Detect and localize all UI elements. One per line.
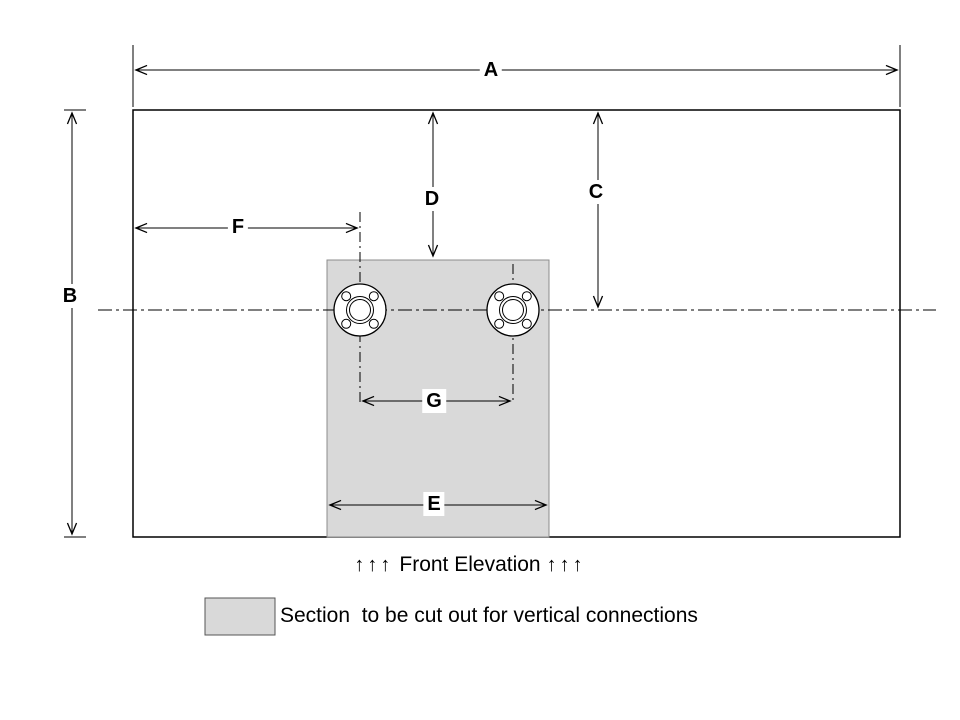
- legend-text: Section to be cut out for vertical conne…: [280, 604, 698, 627]
- dim-label-g: G: [422, 389, 446, 413]
- dim-label-c: C: [584, 180, 608, 204]
- caption-title: Front Elevation: [399, 553, 541, 576]
- dim-label-e: E: [423, 492, 445, 516]
- left-flange: [333, 283, 387, 337]
- dim-label-b: B: [58, 284, 82, 308]
- legend-swatch: [204, 597, 276, 636]
- up-arrows-right-icon: ↑↑↑: [546, 554, 586, 576]
- right-flange: [486, 283, 540, 337]
- dim-label-f: F: [227, 215, 249, 239]
- dim-label-a: A: [479, 58, 503, 82]
- dim-label-d: D: [420, 187, 444, 211]
- caption-row: ↑↑↑ Front Elevation ↑↑↑: [354, 553, 585, 577]
- up-arrows-left-icon: ↑↑↑: [354, 554, 394, 576]
